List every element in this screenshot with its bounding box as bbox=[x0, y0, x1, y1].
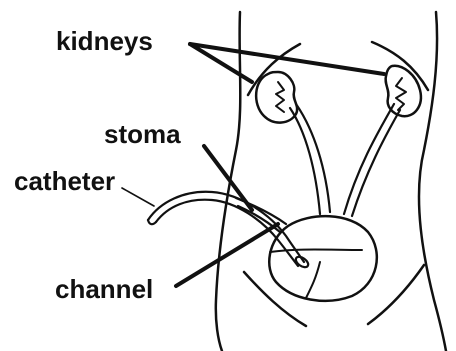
torso-right-outline bbox=[419, 12, 446, 351]
rib-line-left bbox=[248, 44, 300, 95]
right-ureter-a bbox=[344, 104, 394, 214]
catheter-tube bbox=[148, 192, 310, 270]
right-ureter-b bbox=[352, 110, 400, 216]
pelvis-line-right bbox=[368, 265, 424, 324]
left-ureter-b bbox=[296, 104, 330, 212]
left-kidney bbox=[256, 72, 297, 123]
label-kidneys: kidneys bbox=[56, 28, 153, 54]
channel-leader bbox=[176, 224, 278, 286]
pouch bbox=[269, 216, 377, 301]
catheter-leader bbox=[122, 188, 154, 206]
label-catheter: catheter bbox=[14, 168, 115, 194]
kidneys-leader-right bbox=[190, 44, 384, 74]
label-stoma: stoma bbox=[104, 121, 181, 147]
left-ureter-a bbox=[290, 108, 320, 214]
label-channel: channel bbox=[55, 276, 153, 302]
ureters bbox=[290, 104, 400, 216]
